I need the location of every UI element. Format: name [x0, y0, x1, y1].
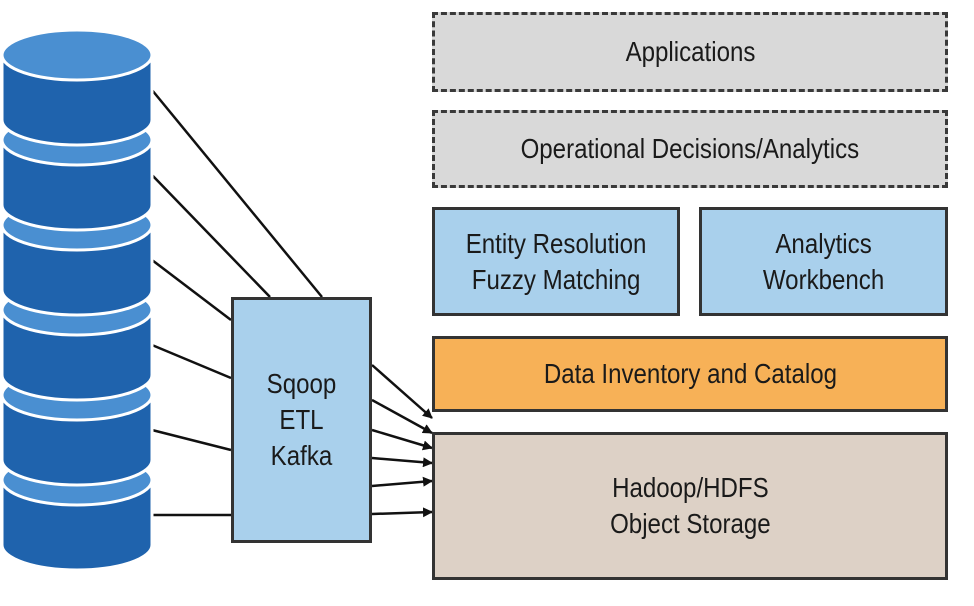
ingestion-to-storage-arrows [371, 364, 433, 518]
connector-line-4 [151, 343, 232, 380]
database-cylinder-top [0, 28, 154, 82]
entity-resolution-box: Entity Resolution Fuzzy Matching [432, 207, 680, 316]
storage-line-2: Object Storage [609, 508, 771, 539]
data-inventory-catalog-layer: Data Inventory and Catalog [432, 336, 948, 412]
ingestion-etl: ETL [279, 404, 324, 435]
applications-layer: Applications [432, 12, 948, 92]
arrow-3 [371, 428, 433, 451]
data-inventory-catalog-label: Data Inventory and Catalog [543, 358, 837, 389]
storage-line-1: Hadoop/HDFS [611, 472, 769, 503]
arrow-6 [371, 507, 433, 518]
analytics-workbench-line-2: Workbench [762, 263, 885, 295]
connector-line-1 [151, 89, 323, 298]
arrow-4 [371, 456, 433, 468]
arrow-1 [371, 364, 433, 419]
storage-layer: Hadoop/HDFS Object Storage [432, 432, 948, 580]
source-to-ingestion-lines [151, 89, 323, 517]
arrow-5 [371, 476, 433, 488]
entity-resolution-line-2: Fuzzy Matching [471, 263, 641, 295]
applications-label: Applications [625, 36, 755, 67]
entity-resolution-line-1: Entity Resolution [465, 227, 647, 259]
connector-line-5 [151, 428, 232, 452]
connector-line-3 [151, 259, 232, 321]
database-cylinder [0, 28, 154, 147]
database-stack [0, 28, 154, 572]
operational-analytics-label: Operational Decisions/Analytics [520, 133, 860, 164]
arrow-2 [371, 398, 433, 435]
analytics-workbench-box: Analytics Workbench [699, 207, 948, 316]
ingestion-sqoop: Sqoop [266, 368, 337, 399]
ingestion-box: Sqoop ETL Kafka [231, 297, 372, 543]
operational-analytics-layer: Operational Decisions/Analytics [432, 110, 948, 188]
ingestion-kafka: Kafka [270, 440, 333, 471]
connector-line-2 [151, 174, 271, 298]
analytics-workbench-line-1: Analytics [775, 227, 872, 259]
